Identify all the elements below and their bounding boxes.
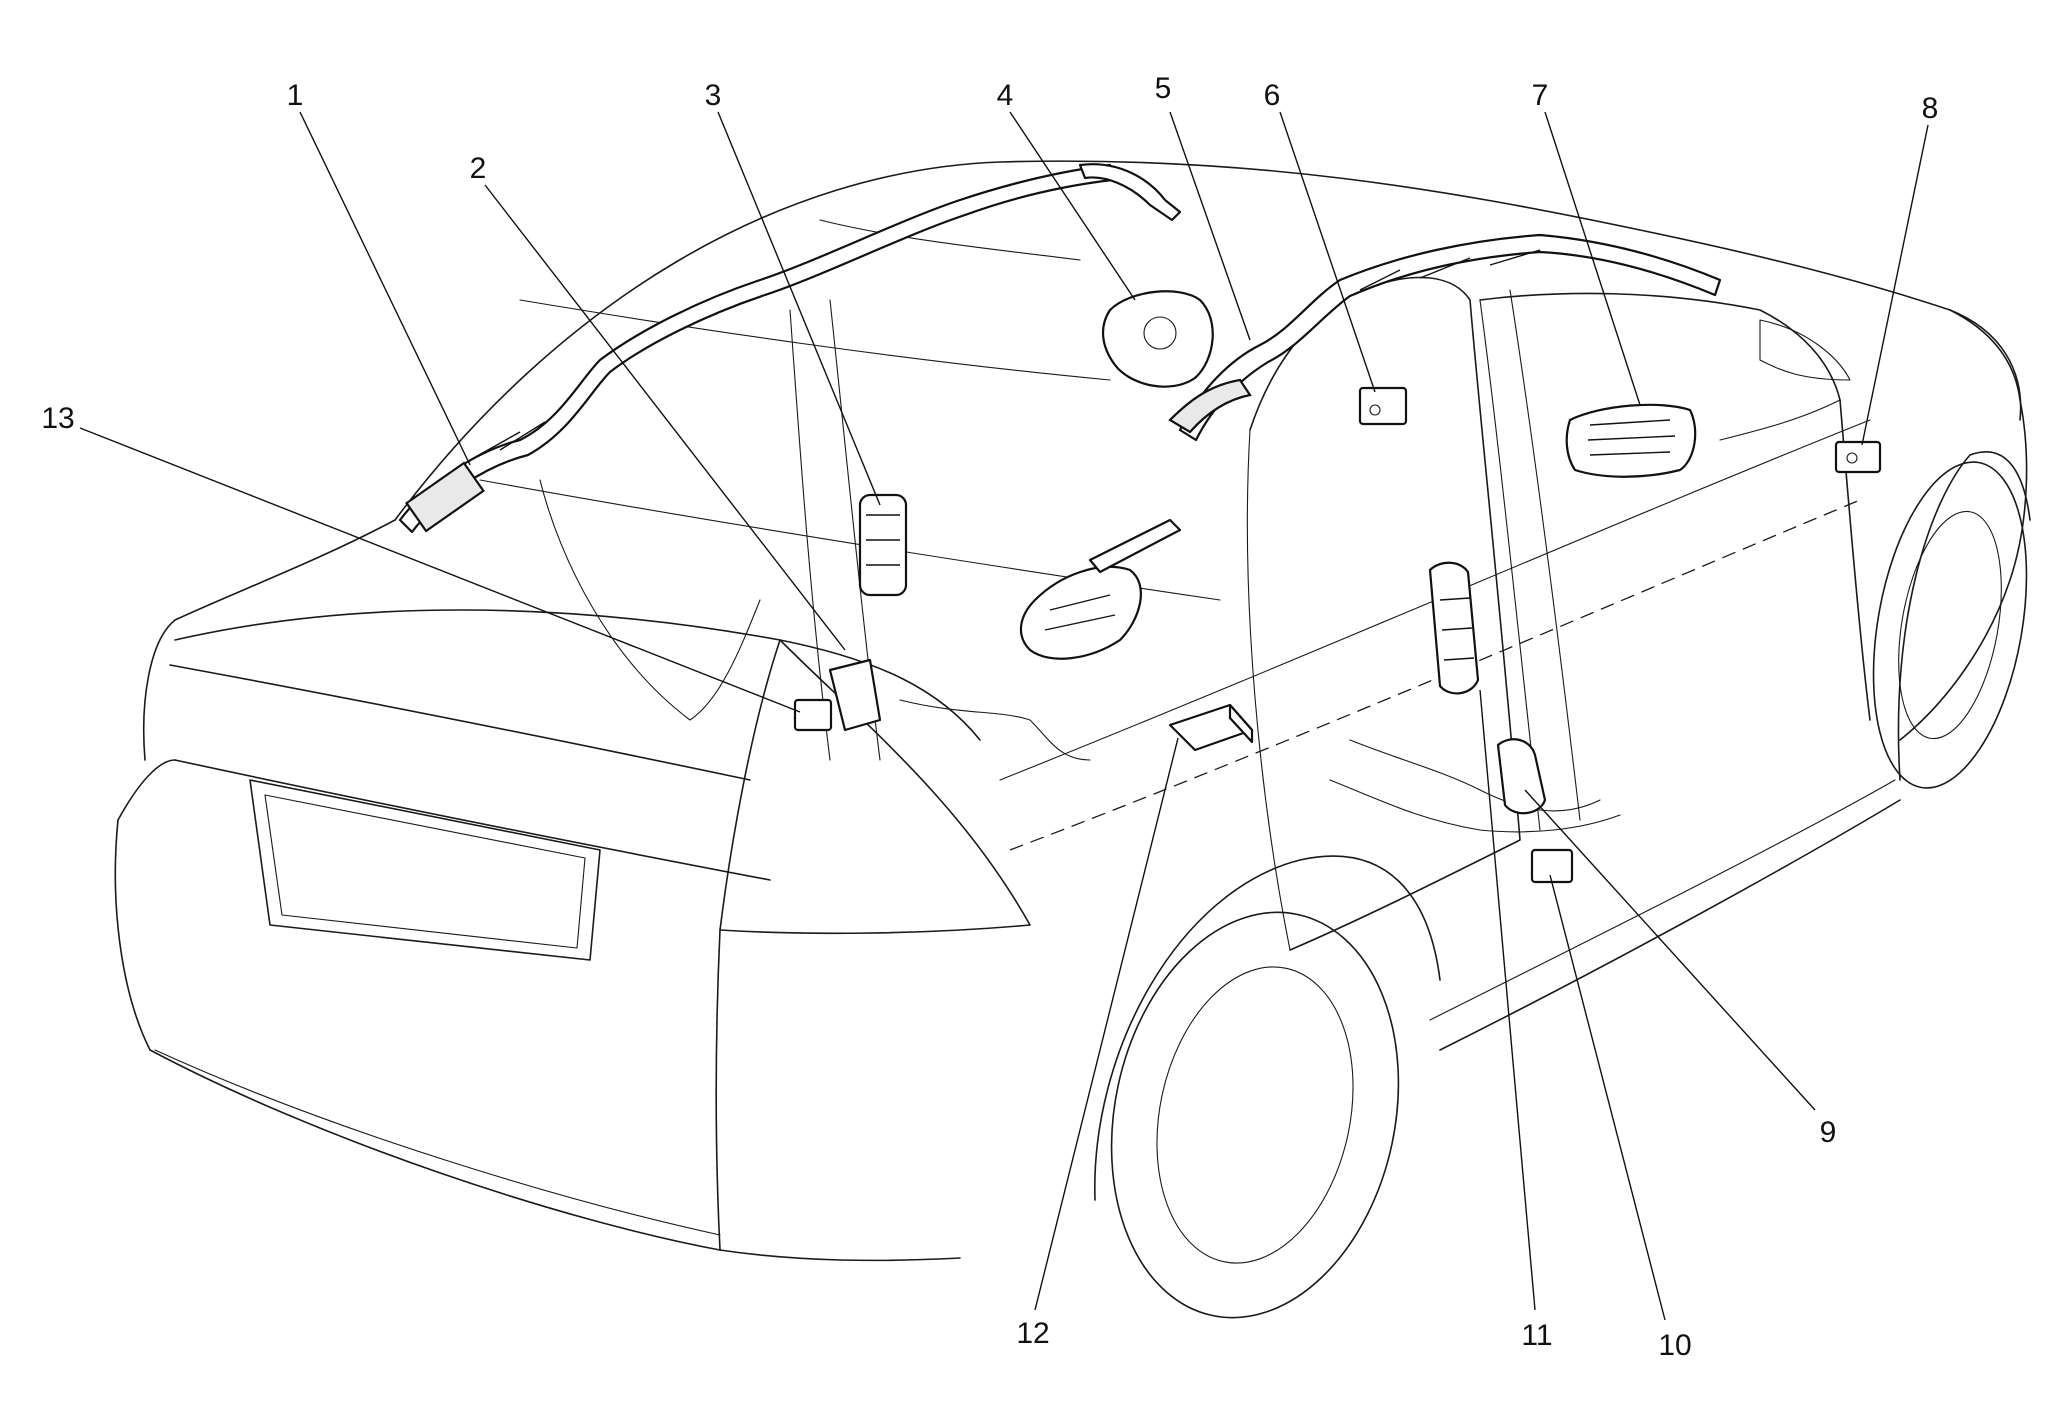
- callout-6: 6: [1264, 79, 1281, 112]
- leader-9: [1524, 789, 1816, 1111]
- callout-4: 4: [997, 79, 1014, 112]
- sensing-diagnostic-module: [1168, 703, 1254, 752]
- leader-lines: [79, 111, 1929, 1321]
- instrument-panel-airbag: [1565, 403, 1697, 478]
- leader-2: [484, 184, 846, 651]
- leader-8: [1861, 124, 1929, 446]
- callout-10: 10: [1658, 1329, 1691, 1362]
- leader-7: [1544, 111, 1641, 406]
- callout-12: 12: [1016, 1317, 1049, 1350]
- leader-6: [1279, 111, 1376, 393]
- callout-8: 8: [1922, 92, 1939, 125]
- callout-7: 7: [1532, 79, 1549, 112]
- roof-rail-airbag-left: [398, 163, 1182, 534]
- callout-9: 9: [1820, 1116, 1837, 1149]
- leader-3: [717, 111, 881, 506]
- leader-12: [1034, 737, 1179, 1311]
- roof-rail-airbag-right: [1168, 233, 1722, 442]
- leader-11: [1479, 689, 1536, 1311]
- callout-13: 13: [41, 402, 74, 435]
- callout-1: 1: [287, 79, 304, 112]
- inflatable-restraint-front-module: [1019, 518, 1182, 660]
- seat-belt-pretensioner-right: [1496, 738, 1547, 815]
- front-end-sensor: [1834, 440, 1882, 474]
- left-side-impact-module: [858, 493, 908, 597]
- callout-labels: 1 2 3 4 5 6 7 8 9 10 11 12 13: [41, 72, 1938, 1362]
- steering-wheel-airbag: [1102, 290, 1214, 388]
- front-impact-sensor-right: [1358, 386, 1408, 426]
- leader-13: [79, 427, 801, 713]
- side-impact-sensor-left: [793, 658, 882, 732]
- callout-3: 3: [705, 79, 722, 112]
- callout-2: 2: [470, 152, 487, 185]
- leader-4: [1009, 111, 1136, 301]
- leader-5: [1169, 111, 1251, 341]
- car-body-outline: [114, 160, 2031, 1319]
- seat-side-airbag-right: [1428, 561, 1480, 695]
- callout-11: 11: [1521, 1319, 1552, 1352]
- callout-5: 5: [1155, 72, 1172, 105]
- leader-1: [299, 111, 471, 466]
- leader-10: [1549, 874, 1666, 1321]
- side-impact-sensor-right: [1530, 848, 1574, 884]
